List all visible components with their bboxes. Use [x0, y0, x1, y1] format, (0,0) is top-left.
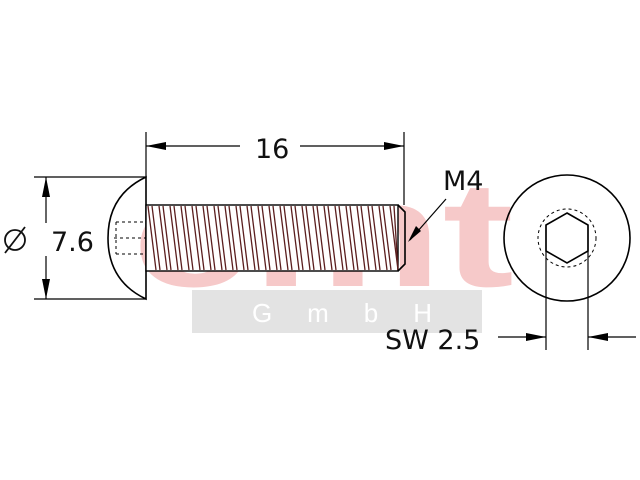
thread-line [312, 205, 322, 271]
thread-line [235, 205, 245, 271]
thread-line [261, 205, 271, 271]
hex-socket-icon [545, 212, 589, 264]
thread-line [250, 205, 260, 271]
thread-line [224, 205, 234, 271]
thread-line [301, 205, 311, 271]
thread-line [305, 205, 315, 271]
wrench-size-label: SW 2.5 [385, 325, 480, 356]
thread-line [356, 205, 366, 271]
thread-line [294, 205, 304, 271]
thread-line [283, 205, 293, 271]
thread-line [195, 205, 205, 271]
screw-head-side-view [107, 175, 147, 301]
thread-line [206, 205, 216, 271]
thread-lines [147, 205, 399, 271]
thread-line [349, 205, 359, 271]
diameter-label: 7.6 [51, 227, 94, 258]
thread-line [151, 205, 161, 271]
watermark-band [192, 290, 482, 333]
thread-line [162, 205, 172, 271]
diameter-dimension: 7.6 [4, 176, 146, 300]
thread-line [316, 205, 326, 271]
length-dimension: 16 [145, 132, 405, 205]
thread-line [389, 205, 399, 271]
thread-line [338, 205, 348, 271]
thread-line [327, 205, 337, 271]
thread-line [279, 205, 289, 271]
thread-line [191, 205, 201, 271]
thread-line [217, 205, 227, 271]
thread-label: M4 [443, 166, 483, 197]
thread-line [393, 205, 399, 271]
thread-line [290, 205, 300, 271]
thread-line [147, 205, 157, 271]
thread-line [202, 205, 212, 271]
wrench-size-dimension: SW 2.5 [385, 325, 636, 356]
length-label: 16 [255, 134, 289, 165]
thread-line [257, 205, 267, 271]
thread-line [180, 205, 190, 271]
thread-line [360, 205, 370, 271]
thread-line [228, 205, 238, 271]
thread-line [213, 205, 223, 271]
thread-line [272, 205, 282, 271]
thread-callout: M4 [408, 166, 483, 242]
thread-line [371, 205, 381, 271]
thread-line [268, 205, 278, 271]
thread-line [173, 205, 183, 271]
diameter-symbol [4, 226, 26, 254]
thread-line [367, 205, 377, 271]
thread-line [246, 205, 256, 271]
thread-line [323, 205, 333, 271]
thread-line [158, 205, 168, 271]
screw-end-view [503, 174, 631, 350]
thread-line [169, 205, 179, 271]
threaded-shaft [145, 204, 406, 272]
thread-line [239, 205, 249, 271]
thread-line [334, 205, 344, 271]
thread-line [184, 205, 194, 271]
thread-line [345, 205, 355, 271]
thread-line [382, 205, 392, 271]
thread-line [378, 205, 388, 271]
